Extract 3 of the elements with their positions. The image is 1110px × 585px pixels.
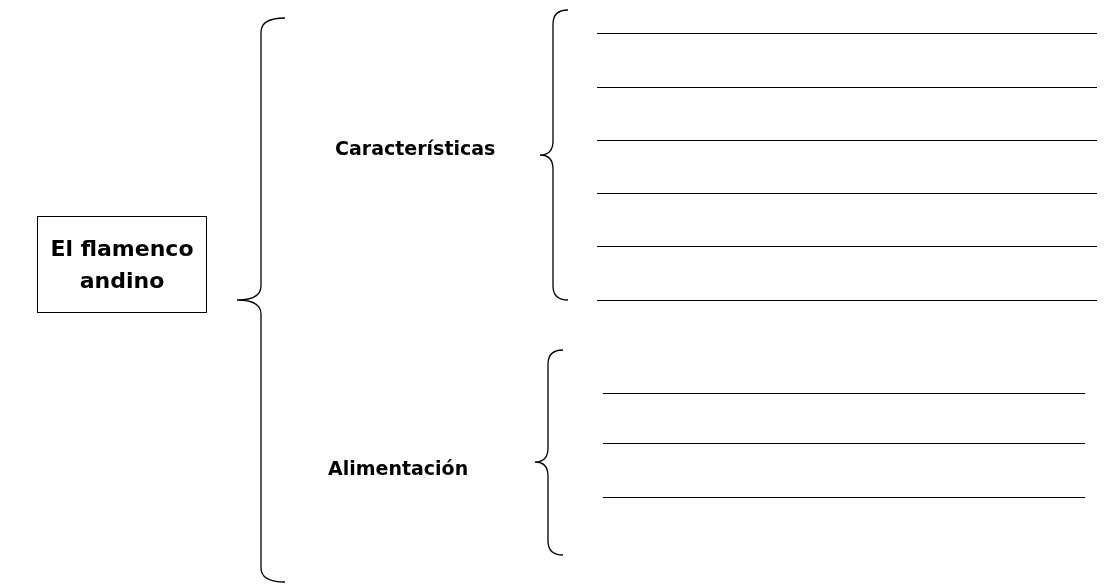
subtopic-label: Alimentación [328,457,469,479]
topic-box: El flamenco andino [37,216,207,313]
subtopic-label: Características [335,137,496,159]
